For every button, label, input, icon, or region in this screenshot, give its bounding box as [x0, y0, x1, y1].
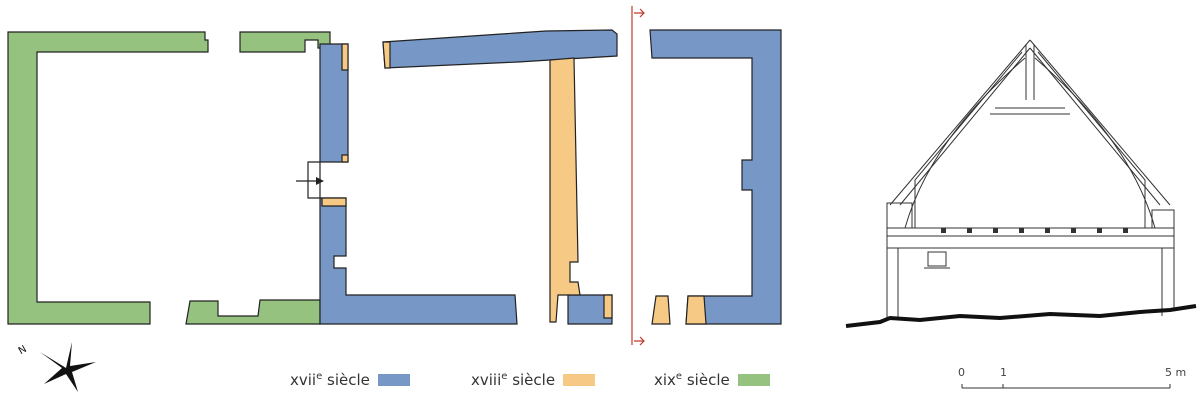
wall-17th-century-north: [382, 29, 618, 69]
ground-line: [845, 304, 1197, 328]
legend-label: xviie siècle: [290, 371, 370, 389]
wall-19th-century-north: [239, 31, 331, 53]
wall-18th-century-pier: [651, 295, 671, 325]
legend-swatch-green: [737, 374, 770, 386]
wall-18th-century-patch: [603, 294, 613, 319]
wall-18th-century-corner: [685, 295, 707, 325]
scale-label-0: 0: [958, 366, 965, 379]
legend-item-17th-century: xviie siècle: [290, 371, 410, 389]
legend-item-18th-century: xviiie siècle: [471, 371, 596, 389]
legend-swatch-blue: [377, 374, 410, 386]
legend-item-19th-century: xixe siècle: [654, 371, 770, 389]
scale-bar: [961, 384, 1171, 389]
wall-18th-century-trim: [321, 41, 391, 207]
entrance-arrow-icon: [316, 177, 324, 185]
wall-19th-century-west: [7, 31, 209, 325]
section-line: [631, 6, 645, 346]
scale-label-1: 1: [1000, 366, 1007, 379]
legend-swatch-orange: [563, 374, 596, 386]
wall-17th-century-right-wing: [649, 29, 782, 325]
wall-19th-century-south: [185, 299, 321, 325]
wall-17th-century-east-lower: [319, 197, 518, 325]
legend-label: xixe siècle: [654, 371, 730, 389]
cross-section-joists: [941, 228, 1128, 233]
wall-18th-century-partition: [549, 57, 581, 323]
legend-label: xviiie siècle: [471, 371, 556, 389]
svg-text:N: N: [17, 344, 29, 357]
cross-section-drawing: [886, 39, 1175, 318]
wall-17th-century-block: [567, 294, 613, 325]
scale-label-5m: 5 m: [1165, 366, 1187, 379]
north-arrow-icon: N: [17, 342, 96, 392]
